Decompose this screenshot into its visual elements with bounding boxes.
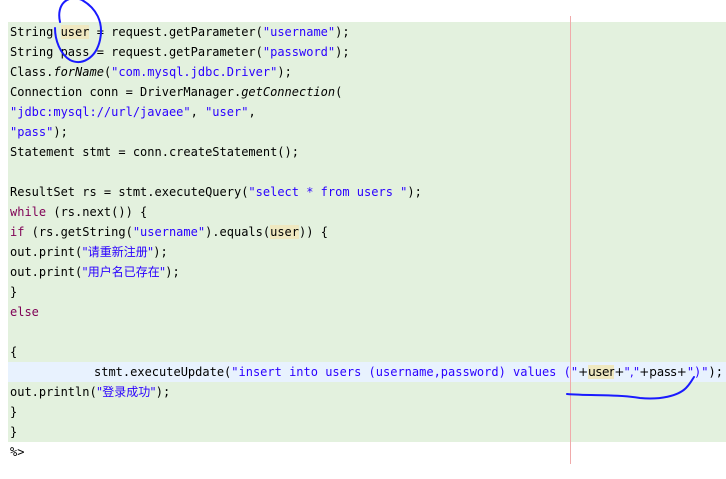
code-line[interactable]: ResultSet rs = stmt.executeQuery("select… xyxy=(8,182,726,202)
string-literal: "登录成功" xyxy=(96,385,156,399)
code-text: stmt.executeUpdate( xyxy=(94,365,232,379)
code-text: ).equals( xyxy=(205,225,271,239)
code-text: out.print( xyxy=(10,265,83,279)
code-text: ( xyxy=(103,65,112,79)
keyword: else xyxy=(10,305,39,319)
code-text: ); xyxy=(335,45,350,59)
string-literal: "user" xyxy=(205,105,249,119)
string-literal: "com.mysql.jdbc.Driver" xyxy=(111,65,278,79)
variable: pass xyxy=(60,45,90,59)
code-text: out.print( xyxy=(10,245,83,259)
code-line[interactable]: Class.forName("com.mysql.jdbc.Driver"); xyxy=(8,62,726,82)
variable-occurrence: user xyxy=(270,225,300,239)
code-text: ( xyxy=(335,85,343,99)
code-line-blank[interactable] xyxy=(8,322,726,342)
static-method: forName xyxy=(53,65,104,79)
code-line-current[interactable]: stmt.executeUpdate("insert into users (u… xyxy=(8,362,726,382)
string-literal: "select * from users " xyxy=(248,185,408,199)
code-text: } xyxy=(10,405,18,419)
code-text: Class. xyxy=(10,65,54,79)
code-text: out.println( xyxy=(10,385,97,399)
code-text: String xyxy=(10,45,61,59)
string-literal: "username" xyxy=(262,25,336,39)
string-literal: "用户名已存在" xyxy=(82,265,166,279)
code-text: ); xyxy=(277,65,292,79)
code-line[interactable]: } xyxy=(8,422,726,442)
variable-occurrence: user xyxy=(588,365,615,379)
code-line[interactable]: else xyxy=(8,302,726,322)
code-line[interactable]: String pass = request.getParameter("pass… xyxy=(8,42,726,62)
string-literal: ")" xyxy=(686,365,709,379)
code-line[interactable]: out.print("请重新注册"); xyxy=(8,242,726,262)
code-line[interactable]: %> xyxy=(8,442,726,462)
code-text: %> xyxy=(10,445,25,459)
code-text: ); xyxy=(708,365,723,379)
string-literal: "username" xyxy=(132,225,206,239)
code-text: + xyxy=(578,365,589,379)
code-text: String xyxy=(10,25,61,39)
code-text: (rs.getString( xyxy=(24,225,133,239)
code-text: } xyxy=(10,285,18,299)
code-line-blank[interactable] xyxy=(8,162,726,182)
code-line[interactable]: out.println("登录成功"); xyxy=(8,382,726,402)
code-line[interactable]: { xyxy=(8,342,726,362)
code-text: ); xyxy=(407,185,422,199)
code-line[interactable]: Connection conn = DriverManager.getConne… xyxy=(8,82,726,102)
code-editor[interactable]: String user = request.getParameter("user… xyxy=(8,16,726,479)
string-literal: "password" xyxy=(262,45,336,59)
code-line[interactable]: "pass"); xyxy=(8,122,726,142)
code-text: = request.getParameter( xyxy=(89,45,263,59)
code-text: (rs.next()) { xyxy=(46,205,148,219)
code-text: + xyxy=(614,365,625,379)
code-text: ); xyxy=(155,385,171,399)
code-text: ResultSet rs = stmt.executeQuery( xyxy=(10,185,249,199)
code-text: ); xyxy=(165,265,180,279)
code-line[interactable]: Statement stmt = conn.createStatement(); xyxy=(8,142,726,162)
code-text: )) { xyxy=(299,225,328,239)
code-line[interactable]: while (rs.next()) { xyxy=(8,202,726,222)
variable-occurrence: user xyxy=(60,25,90,39)
code-text: Connection conn = DriverManager. xyxy=(10,85,242,99)
code-text: } xyxy=(10,425,18,439)
print-margin-line xyxy=(570,16,571,464)
code-text: ); xyxy=(153,245,168,259)
string-literal: "jdbc:mysql://url/javaee" xyxy=(10,105,191,119)
keyword: if xyxy=(10,225,25,239)
code-line[interactable]: "jdbc:mysql://url/javaee", "user", xyxy=(8,102,726,122)
code-text: ); xyxy=(335,25,350,39)
code-text: { xyxy=(10,345,18,359)
static-method: getConnection xyxy=(241,85,336,99)
code-line[interactable]: String user = request.getParameter("user… xyxy=(8,22,726,42)
code-text: , xyxy=(248,105,256,119)
code-line[interactable]: } xyxy=(8,402,726,422)
code-text: , xyxy=(190,105,206,119)
string-literal: "pass" xyxy=(10,125,54,139)
code-line[interactable]: if (rs.getString("username").equals(user… xyxy=(8,222,726,242)
code-line[interactable]: out.print("用户名已存在"); xyxy=(8,262,726,282)
code-text: Statement stmt = conn.createStatement(); xyxy=(10,145,299,159)
code-text: ); xyxy=(53,125,68,139)
code-text: +pass+ xyxy=(639,365,687,379)
string-literal: "," xyxy=(624,365,640,379)
string-literal: "insert into users (username,password) v… xyxy=(231,365,579,379)
code-line[interactable]: } xyxy=(8,282,726,302)
string-literal: "请重新注册" xyxy=(82,245,154,259)
keyword: while xyxy=(10,205,47,219)
code-text: = request.getParameter( xyxy=(89,25,263,39)
